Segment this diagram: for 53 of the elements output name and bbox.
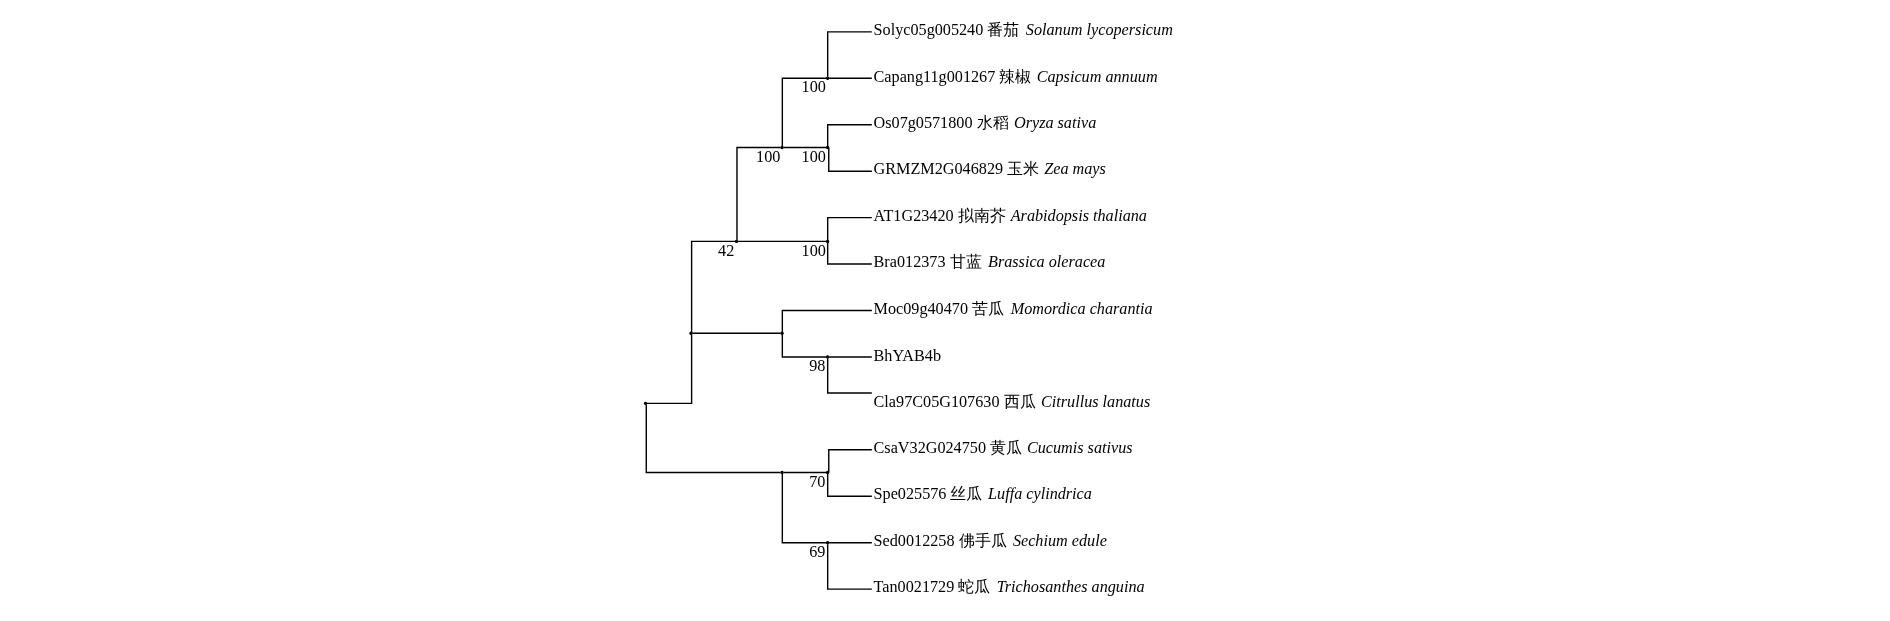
connector xyxy=(826,357,872,394)
connector xyxy=(827,356,872,358)
node-point xyxy=(825,540,829,545)
node-label: 70 xyxy=(808,472,825,491)
connector xyxy=(827,541,872,544)
node-point xyxy=(779,470,784,475)
connector xyxy=(645,403,781,474)
node-text: Cla97C05G107630 西瓜 Citrullus lanatus xyxy=(873,392,1150,411)
node-text: GRMZM2G046829 玉米 Zea mays xyxy=(873,160,1106,179)
connector xyxy=(826,124,872,147)
node-point xyxy=(825,355,829,359)
connector xyxy=(826,216,872,241)
connector xyxy=(736,240,827,243)
connector xyxy=(691,332,781,334)
connector xyxy=(826,241,872,265)
connector xyxy=(735,146,781,241)
node-point xyxy=(643,401,647,406)
node-text: Os07g0571800 水稻 Oryza sativa xyxy=(873,114,1096,132)
connector xyxy=(826,543,872,590)
connector xyxy=(827,77,872,79)
node-label: 42 xyxy=(717,241,734,260)
node-label: 69 xyxy=(808,542,825,561)
node-text: Spe025576 丝瓜 Luffa cylindrica xyxy=(873,485,1092,504)
node-point xyxy=(779,145,784,150)
node-point xyxy=(688,331,693,335)
node-point xyxy=(779,331,784,335)
connector xyxy=(827,146,873,172)
node-label: 100 xyxy=(801,241,826,260)
node-text: CsaV32G024750 黄瓜 Cucumis sativus xyxy=(873,439,1133,458)
node-text: Moc09g40470 苦瓜 Momordica charantia xyxy=(873,299,1153,318)
node-point xyxy=(825,239,829,244)
connector xyxy=(826,473,872,497)
node-label: 100 xyxy=(801,78,826,97)
connector xyxy=(781,77,827,147)
node-label: 98 xyxy=(808,357,825,376)
node-point xyxy=(825,76,829,81)
node-text: BhYAB4b xyxy=(873,347,941,366)
connector xyxy=(826,31,872,78)
connector xyxy=(827,449,873,474)
node-point xyxy=(825,145,829,150)
connector xyxy=(781,473,827,544)
connector xyxy=(782,146,827,149)
node-text: Bra012373 甘蓝 Brassica oleracea xyxy=(873,253,1105,272)
node-text: Sed0012258 佛手瓜 Sechium edule xyxy=(873,531,1107,550)
node-text: Capang11g001267 辣椒 Capsicum annuum xyxy=(873,67,1158,86)
node-label: 100 xyxy=(755,147,780,166)
node-text: Solyc05g005240 番茄 Solanum lycopersicum xyxy=(873,21,1173,40)
node-text: Tan0021729 蛇瓜 Trichosanthes anguina xyxy=(873,578,1145,597)
node-label: 100 xyxy=(801,147,826,166)
node-point xyxy=(734,239,738,244)
node-point xyxy=(825,470,829,475)
connector xyxy=(782,471,827,474)
node-text: AT1G23420 拟南芥 Arabidopsis thaliana xyxy=(873,206,1147,225)
